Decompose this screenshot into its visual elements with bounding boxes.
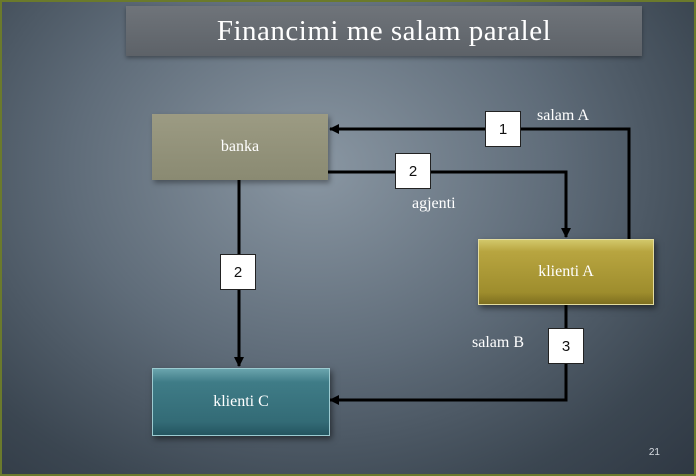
badge-step-2-delivery: 2: [220, 254, 256, 290]
badge-step-2-agent: 2: [395, 153, 431, 189]
arrow-salam-a: [329, 124, 631, 239]
label-salam-b: salam B: [472, 334, 524, 351]
node-banka-label: banka: [220, 138, 260, 155]
label-agjenti: agjenti: [412, 195, 456, 212]
badge-step-1: 1: [485, 111, 521, 147]
node-klienti-a: klienti A: [478, 239, 654, 305]
slide-title: Financimi me salam paralel: [216, 14, 552, 47]
node-klienti-c-label: klienti C: [213, 393, 269, 410]
badge-step-3: 3: [548, 328, 584, 364]
page-number: 21: [648, 447, 660, 458]
label-salam-a: salam A: [537, 107, 589, 124]
title-bar: Financimi me salam paralel: [126, 6, 642, 56]
node-banka: banka: [152, 114, 328, 180]
node-klienti-c: klienti C: [152, 368, 330, 436]
arrow-salam-b: [329, 303, 568, 405]
node-klienti-a-label: klienti A: [538, 263, 594, 280]
